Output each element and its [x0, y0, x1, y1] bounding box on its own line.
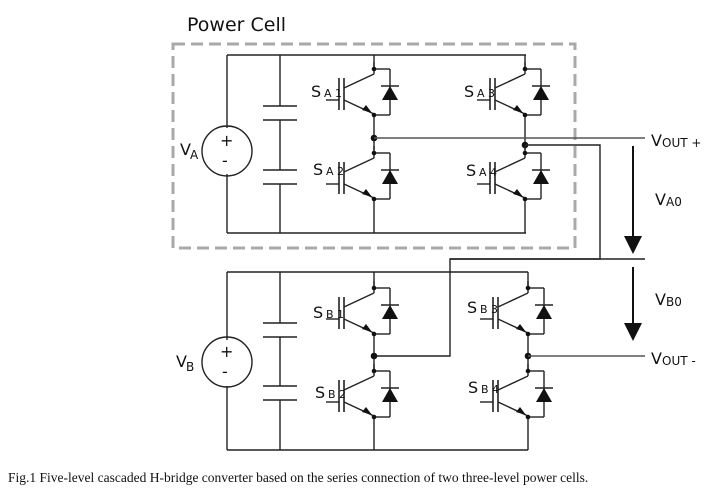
- svg-text:4: 4: [492, 383, 499, 396]
- label-sa2: S A 2: [313, 160, 344, 179]
- svg-text:V: V: [655, 190, 666, 209]
- svg-text:B: B: [328, 388, 336, 401]
- svg-text:A0: A0: [666, 195, 682, 209]
- svg-text:S: S: [467, 298, 477, 317]
- dc-link-capacitors-b: [263, 272, 297, 450]
- va-label-sub: A: [190, 148, 199, 162]
- svg-text:S: S: [311, 82, 321, 101]
- igbt-sb2: [325, 363, 400, 425]
- svg-text:3: 3: [488, 87, 495, 100]
- vb-label-sub: B: [186, 360, 194, 374]
- voltage-source-b: + -: [201, 336, 253, 388]
- dc-link-capacitors-a: [263, 55, 297, 233]
- vout-plus-label: V OUT +: [651, 131, 701, 150]
- igbt-sb4: [479, 363, 554, 425]
- svg-text:S: S: [466, 161, 476, 180]
- vb-label: V: [176, 352, 187, 371]
- power-cell-title: Power Cell: [187, 14, 286, 36]
- svg-text:V: V: [651, 349, 662, 368]
- igbt-sa4: [476, 145, 551, 207]
- svg-text:OUT +: OUT +: [662, 136, 701, 150]
- figure-caption: Fig.1 Five-level cascaded H-bridge conve…: [8, 470, 589, 485]
- plus-sign: +: [220, 342, 233, 361]
- label-sa1: S A 1: [311, 82, 342, 101]
- va0-arrow: [624, 146, 642, 254]
- label-sb3: S B 3: [467, 298, 498, 317]
- label-sb4: S B 4: [468, 378, 499, 397]
- va0-label: V A0: [655, 190, 682, 209]
- svg-text:OUT -: OUT -: [662, 354, 696, 368]
- svg-text:A: A: [324, 87, 332, 100]
- svg-text:S: S: [313, 160, 323, 179]
- svg-text:2: 2: [337, 165, 344, 178]
- vb0-label: V B0: [655, 290, 682, 309]
- svg-text:A: A: [479, 166, 487, 179]
- minus-sign: -: [222, 362, 228, 381]
- inter-cell-link: [374, 144, 601, 357]
- plus-sign: +: [220, 131, 233, 150]
- vout-minus-label: V OUT -: [651, 349, 696, 368]
- svg-text:4: 4: [490, 166, 497, 179]
- svg-text:2: 2: [339, 388, 346, 401]
- svg-text:S: S: [468, 378, 478, 397]
- voltage-source-a: + -: [201, 125, 253, 177]
- svg-text:A: A: [326, 165, 334, 178]
- svg-text:B: B: [480, 303, 488, 316]
- power-cell-boundary: [171, 42, 577, 250]
- minus-sign: -: [222, 151, 228, 170]
- svg-text:B0: B0: [666, 295, 682, 309]
- svg-text:1: 1: [337, 308, 344, 321]
- svg-text:S: S: [315, 383, 325, 402]
- va-label: V: [180, 140, 191, 159]
- svg-text:B: B: [481, 383, 489, 396]
- label-sb2: S B 2: [315, 383, 346, 402]
- cell-b: + - V B S B 1: [176, 271, 554, 451]
- label-sa3: S A 3: [464, 82, 495, 101]
- svg-text:S: S: [464, 82, 474, 101]
- vb0-arrow: [624, 267, 642, 341]
- label-sb1: S B 1: [313, 303, 344, 322]
- svg-text:1: 1: [335, 87, 342, 100]
- svg-text:A: A: [477, 87, 485, 100]
- cell-a: + - V A S A 1: [180, 54, 551, 234]
- svg-text:V: V: [651, 131, 662, 150]
- svg-text:B: B: [326, 308, 334, 321]
- svg-text:S: S: [313, 303, 323, 322]
- svg-text:3: 3: [491, 303, 498, 316]
- label-sa4: S A 4: [466, 161, 497, 180]
- svg-text:V: V: [655, 290, 666, 309]
